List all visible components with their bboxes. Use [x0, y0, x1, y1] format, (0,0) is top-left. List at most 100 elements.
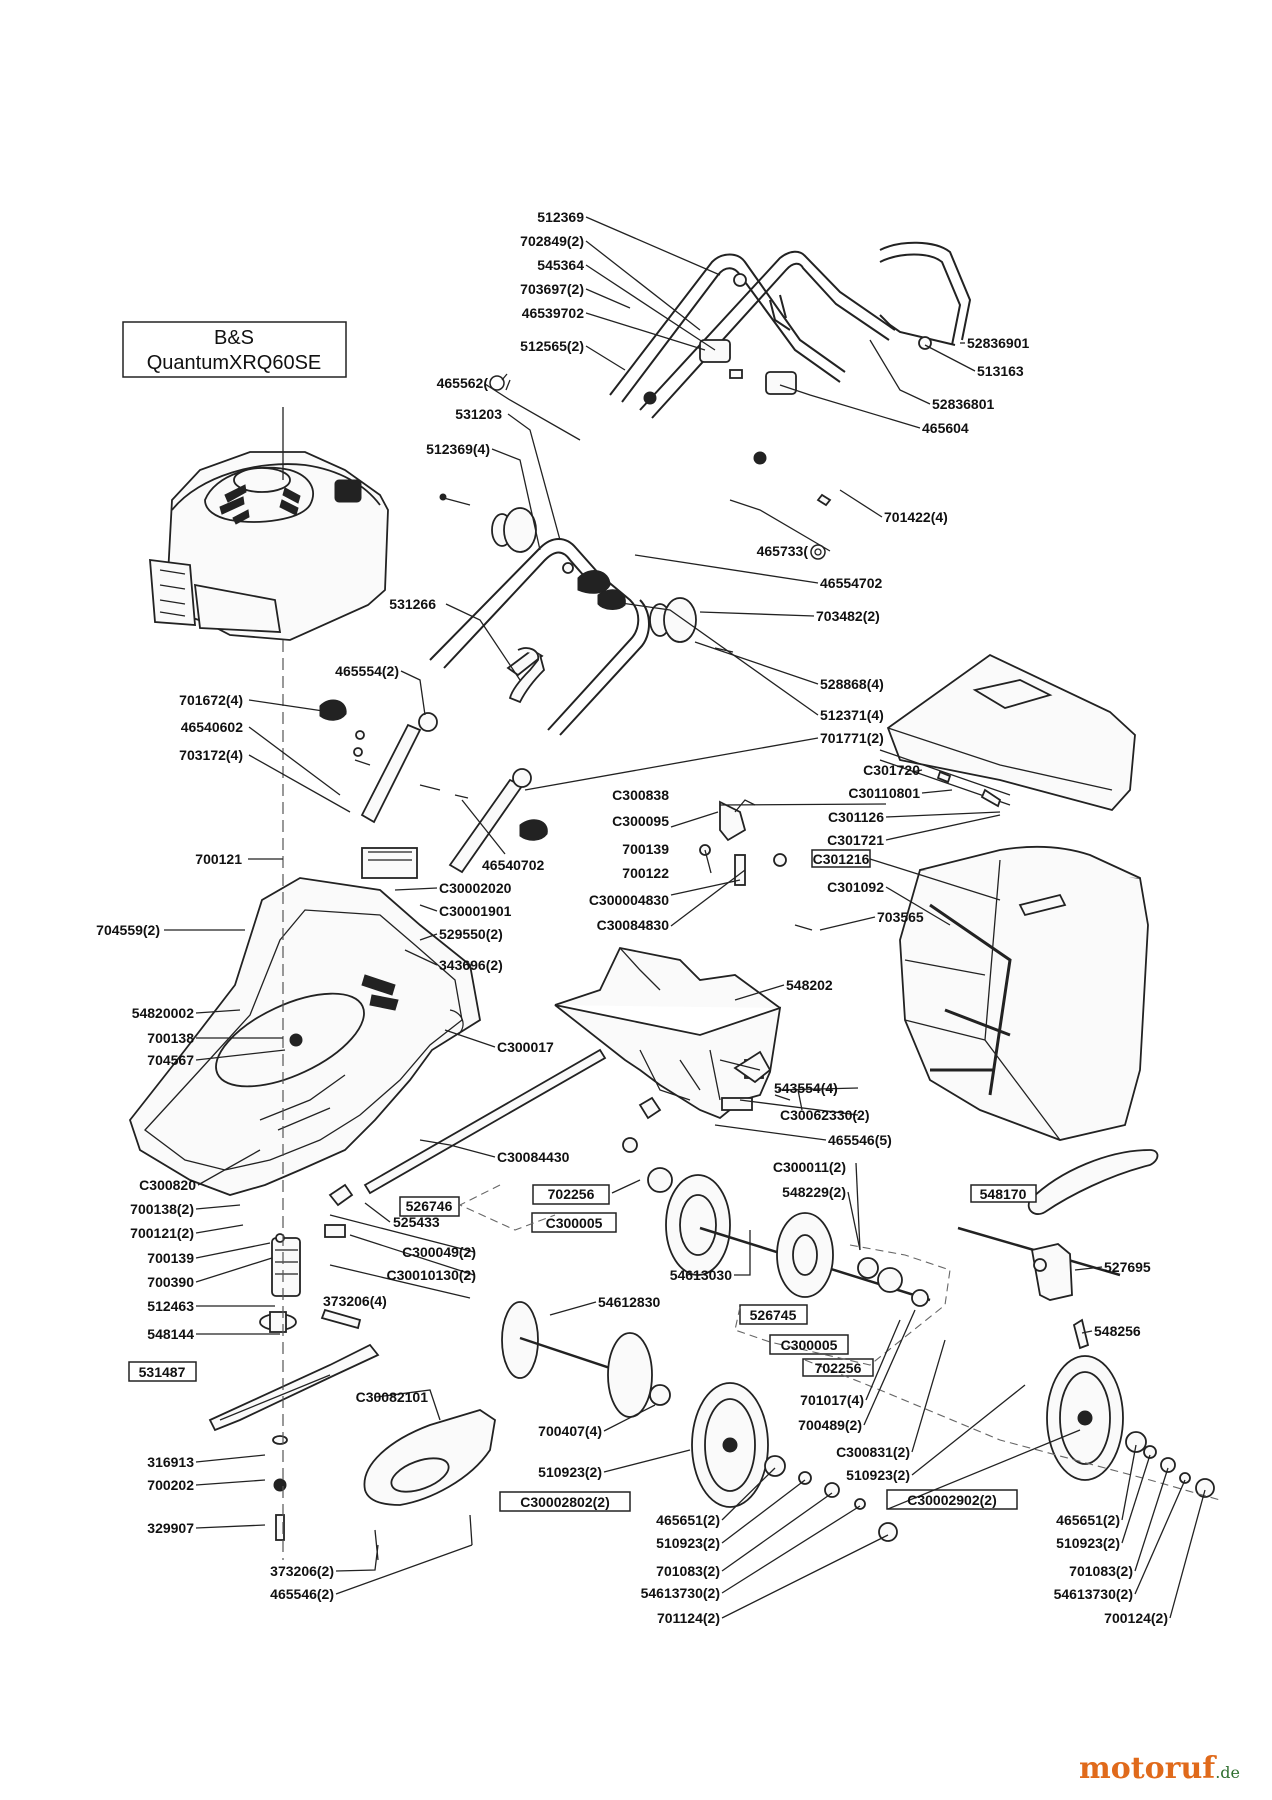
middle-handle-drawing	[429, 493, 734, 736]
part-label: 700124(2)	[1104, 1610, 1168, 1626]
engine-brand: B&S	[214, 327, 254, 349]
side-rod-drawing	[363, 1048, 607, 1195]
part-label: C30062330(2)	[780, 1107, 870, 1123]
clip-icon	[489, 373, 511, 391]
part-label: 373206(2)	[270, 1563, 334, 1579]
engine-drawing	[149, 451, 389, 641]
part-label: 701672(4)	[179, 692, 243, 708]
part-label: 46540602	[181, 719, 244, 735]
watermark-tld: .de	[1215, 1763, 1240, 1782]
part-label: 543554(4)	[774, 1080, 838, 1096]
watermark-brand: motoruf	[1079, 1751, 1217, 1786]
part-label: 531266	[389, 596, 436, 612]
part-label: 700390	[147, 1274, 194, 1290]
part-label: 343696(2)	[439, 957, 503, 973]
upper-handle-drawing	[609, 241, 972, 465]
part-label: 465562(	[437, 375, 489, 391]
part-label: 54612830	[598, 1294, 661, 1310]
part-label: 54820002	[132, 1005, 195, 1021]
part-label: 329907	[147, 1520, 194, 1536]
left-wheel-drawing	[691, 1382, 898, 1542]
part-label: C300049(2)	[402, 1244, 476, 1260]
part-label: 700138	[147, 1030, 194, 1046]
part-label: C300838	[612, 787, 669, 803]
part-label: 512371(4)	[820, 707, 884, 723]
engine-model: QuantumXRQ60SE	[147, 352, 322, 374]
part-label: 52836901	[967, 335, 1030, 351]
part-label: 528868(4)	[820, 676, 884, 692]
engine-label-box	[122, 321, 347, 378]
part-label: 700138(2)	[130, 1201, 194, 1217]
part-label: 702256	[548, 1186, 595, 1202]
part-label: C30002902(2)	[907, 1492, 997, 1508]
part-label: C30110801	[848, 785, 920, 801]
right-wheel-drawing	[1046, 1355, 1215, 1498]
part-label: 465651(2)	[1056, 1512, 1120, 1528]
part-label: C30002802(2)	[520, 1494, 610, 1510]
watermark-logo: motoruf.de	[1079, 1751, 1240, 1786]
part-label: C301126	[828, 809, 884, 825]
part-label: C30010130(2)	[386, 1267, 476, 1283]
part-label: 512565(2)	[520, 338, 584, 354]
part-label: 465554(2)	[335, 663, 399, 679]
part-label: 526746	[406, 1198, 453, 1214]
part-label: 54613730(2)	[1054, 1586, 1133, 1602]
part-label: 465651(2)	[656, 1512, 720, 1528]
part-label: 702256	[815, 1360, 862, 1376]
rear-axle-drawing	[622, 1137, 931, 1307]
mulch-plug-drawing	[363, 1409, 496, 1561]
part-label: 703172(4)	[179, 747, 243, 763]
part-label: 512369	[537, 209, 584, 225]
part-label: 700121(2)	[130, 1225, 194, 1241]
part-label: 704567	[147, 1052, 194, 1068]
part-label: 700407(4)	[538, 1423, 602, 1439]
part-label: 316913	[147, 1454, 194, 1470]
part-label: 701771(2)	[820, 730, 884, 746]
bag-lid-drawing	[879, 653, 1136, 812]
part-label: C300017	[497, 1039, 554, 1055]
part-label: C30001901	[439, 903, 512, 919]
part-label: 513163	[977, 363, 1024, 379]
grass-bag-drawing	[899, 845, 1149, 1141]
part-label: C300005	[781, 1337, 838, 1353]
part-label: 54613730(2)	[641, 1585, 720, 1601]
part-label: 46540702	[482, 857, 545, 873]
part-label: 700122	[622, 865, 669, 881]
part-label: C30002020	[439, 880, 512, 896]
part-label: 700139	[622, 841, 669, 857]
part-label: 46554702	[820, 575, 883, 591]
part-label: 510923(2)	[846, 1467, 910, 1483]
part-label: 465546(5)	[828, 1132, 892, 1148]
part-label: 701124(2)	[657, 1610, 720, 1626]
part-label: 548256	[1094, 1323, 1141, 1339]
part-label: 703565	[877, 909, 924, 925]
part-label: 527695	[1104, 1259, 1151, 1275]
part-label: 702849(2)	[520, 233, 584, 249]
part-label: 510923(2)	[1056, 1535, 1120, 1551]
part-label: 548144	[147, 1326, 194, 1342]
part-label: C301720	[863, 762, 920, 778]
part-label: 525433	[393, 1214, 440, 1230]
part-label: 373206(4)	[323, 1293, 387, 1309]
part-label: 703697(2)	[520, 281, 584, 297]
part-label: 526745	[750, 1307, 797, 1323]
grouping-outlines	[458, 1184, 1221, 1501]
part-label: 531487	[139, 1364, 186, 1380]
part-label: 529550(2)	[439, 926, 503, 942]
part-label: C30082101	[356, 1389, 429, 1405]
part-label: 704559(2)	[96, 922, 160, 938]
part-label: 54613030	[670, 1267, 733, 1283]
part-label: C300005	[546, 1215, 603, 1231]
part-label: 701083(2)	[656, 1563, 720, 1579]
front-axle-drawing	[501, 1301, 671, 1418]
part-label: 548202	[786, 977, 833, 993]
deck-drawing	[128, 847, 481, 1196]
part-label: 701422(4)	[884, 509, 948, 525]
part-label: 701083(2)	[1069, 1563, 1133, 1579]
svg-text:motoruf.de: motoruf.de	[1079, 1751, 1240, 1786]
part-label: 700139	[147, 1250, 194, 1266]
part-label: 703482(2)	[816, 608, 880, 624]
part-label: 700489(2)	[798, 1417, 862, 1433]
part-label: 52836801	[932, 396, 995, 412]
